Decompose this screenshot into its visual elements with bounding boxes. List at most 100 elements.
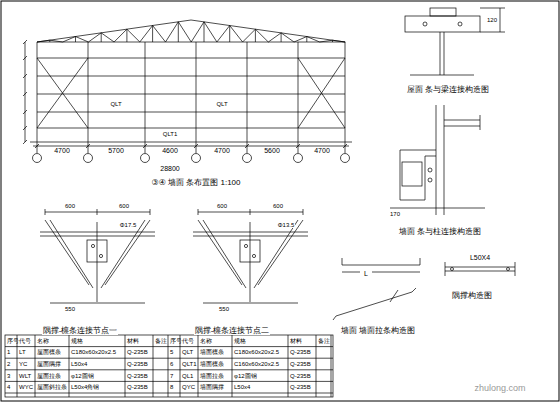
axis-bubble — [341, 154, 350, 163]
table-cell: L50x4角钢 — [71, 384, 99, 390]
drawing-label: 墙面 墙面拉条构造图 — [340, 327, 416, 335]
stroke — [268, 33, 281, 42]
table-cell: φ12圆钢 — [71, 373, 94, 379]
stroke — [33, 146, 349, 147]
stroke — [196, 42, 197, 153]
table-cell: 备注 — [155, 338, 167, 344]
stroke — [255, 29, 268, 42]
table-cell: C180x60x20x2.5 — [71, 349, 116, 355]
table-cell: WYC — [19, 384, 33, 390]
table-cell: L50x4 — [234, 384, 250, 390]
stroke — [288, 335, 289, 397]
axis-bubble — [294, 154, 303, 163]
stroke — [281, 33, 294, 42]
stroke — [50, 220, 93, 288]
stroke — [37, 76, 345, 77]
table-cell: 屋面拉条 — [37, 373, 61, 379]
stroke — [298, 58, 345, 128]
stroke — [316, 335, 317, 397]
drawing-label: 5700 — [107, 147, 125, 154]
table-cell: 2 — [7, 361, 10, 367]
table-cell: 屋面檩条 — [37, 349, 61, 355]
table-cell: 屋面斜拉条 — [37, 384, 67, 390]
drawing-label: QLT1 — [162, 131, 179, 137]
stroke — [23, 140, 27, 144]
table-frame — [5, 335, 333, 397]
drawing-label: 600 — [216, 203, 228, 209]
drawing-label: 4600 — [161, 147, 179, 154]
stroke — [5, 381, 333, 382]
table-cell: 1 — [7, 349, 10, 355]
drawing-label: L50X4 — [469, 254, 491, 261]
drawing-label: 4700 — [53, 147, 71, 154]
stroke — [145, 42, 146, 153]
table-cell: LT — [19, 349, 26, 355]
stroke — [178, 22, 179, 42]
drawing-label: 隅撑-檩条连接节点二 — [194, 327, 271, 335]
table-cell: 材料 — [127, 338, 139, 344]
drawing-label: 屋面 条与梁连接构造图 — [406, 86, 490, 94]
stroke — [50, 303, 145, 304]
stroke — [45, 220, 89, 285]
watermark: zhulong.com — [474, 384, 525, 393]
tie-rod-detail — [333, 258, 420, 320]
stroke — [101, 220, 145, 288]
stroke — [331, 335, 332, 397]
stroke — [303, 209, 304, 215]
stroke — [105, 220, 150, 285]
table-cell: QYC — [182, 384, 195, 390]
stroke — [294, 37, 307, 42]
stroke — [37, 128, 345, 129]
table-cell: Q-235B — [290, 373, 311, 379]
stroke — [168, 335, 169, 397]
stroke — [37, 94, 345, 95]
stroke — [50, 40, 63, 42]
table-cell: 6 — [170, 361, 173, 367]
stroke — [333, 40, 346, 42]
stroke — [5, 393, 333, 394]
stroke — [198, 335, 199, 397]
stroke — [37, 20, 191, 42]
table-cell: Q-235B — [290, 384, 311, 390]
stroke — [37, 58, 88, 128]
stroke — [25, 42, 26, 142]
stroke — [193, 236, 308, 237]
stroke — [23, 40, 27, 44]
stroke — [37, 58, 345, 59]
table-cell: 屋面隅撑 — [37, 361, 61, 367]
stroke — [281, 33, 282, 42]
stroke — [247, 42, 248, 153]
stroke — [180, 335, 181, 397]
stroke — [150, 209, 151, 215]
stroke — [140, 25, 153, 42]
stroke — [37, 58, 88, 128]
drawing-label: 600 — [272, 203, 284, 209]
stroke — [40, 236, 155, 237]
stroke — [254, 220, 298, 288]
stroke — [45, 212, 150, 213]
table-cell: YC — [19, 361, 27, 367]
table-cell: Q-235B — [290, 361, 311, 367]
stroke — [75, 37, 76, 43]
table-cell: Q-235B — [127, 349, 148, 355]
stroke — [37, 112, 345, 113]
stroke — [97, 209, 98, 215]
stroke — [152, 25, 153, 42]
wall-purlin-elevation — [23, 20, 352, 163]
drawing-label: 5600 — [263, 147, 281, 154]
stroke — [250, 209, 251, 215]
table-cell: 5 — [170, 349, 173, 355]
table-cell: QLT — [182, 349, 193, 355]
drawing-label: 墙面 条与柱连接构造图 — [398, 228, 482, 236]
stroke — [243, 29, 256, 42]
stroke — [258, 220, 303, 285]
stroke — [35, 335, 36, 397]
table-cell: 规格 — [71, 338, 83, 344]
drawing-label: 550 — [218, 306, 230, 312]
stroke — [23, 92, 27, 96]
axis-bubble — [192, 154, 201, 163]
gusset-plate — [87, 240, 107, 262]
stroke — [306, 37, 307, 42]
stroke — [153, 25, 166, 42]
stroke — [332, 40, 333, 42]
